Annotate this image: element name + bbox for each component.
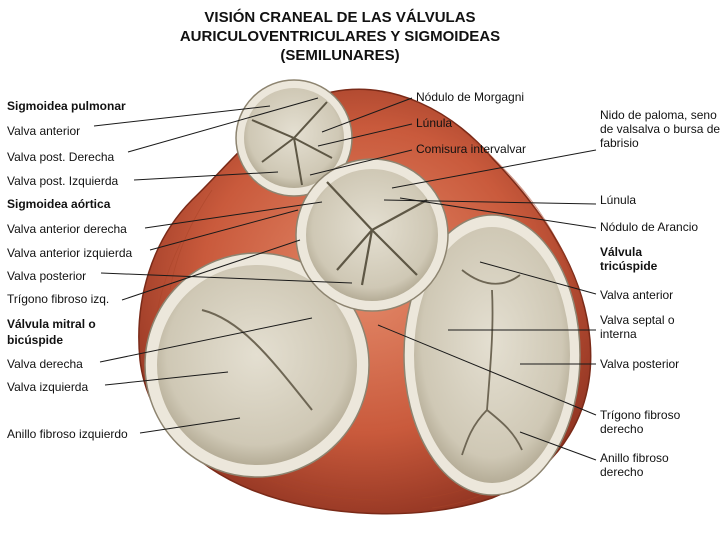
label-valva-anterior-izquierda: Valva anterior izquierda bbox=[7, 246, 133, 260]
label-lunula-right: Lúnula bbox=[600, 193, 637, 207]
title-line-1: VISIÓN CRANEAL DE LAS VÁLVULAS bbox=[204, 9, 476, 26]
label-nido-paloma: Nido de paloma, seno de valsalva o bursa… bbox=[600, 108, 721, 150]
label-lunula-middle: Lúnula bbox=[416, 116, 453, 130]
diagram-title: VISIÓN CRANEAL DE LAS VÁLVULAS AURICULOV… bbox=[140, 8, 540, 65]
label-valvula-tricuspide: Válvula tricúspide bbox=[600, 245, 658, 273]
label-valva-post-derecha: Valva post. Derecha bbox=[7, 150, 115, 164]
label-nodulo-morgagni: Nódulo de Morgagni bbox=[416, 90, 525, 104]
label-sigmoidea-aortica: Sigmoidea aórtica bbox=[7, 197, 111, 211]
title-line-2: AURICULOVENTRICULARES Y SIGMOIDEAS bbox=[179, 28, 501, 45]
label-sigmoidea-pulmonar: Sigmoidea pulmonar bbox=[7, 99, 126, 113]
label-valva-septal: Valva septal o interna bbox=[600, 313, 675, 341]
mitral-valve bbox=[157, 265, 357, 465]
label-valva-posterior-aortica: Valva posterior bbox=[7, 269, 87, 283]
label-valva-anterior-pulmonar: Valva anterior bbox=[7, 124, 81, 138]
label-valva-posterior-tricuspide: Valva posterior bbox=[600, 357, 680, 371]
label-valva-izquierda: Valva izquierda bbox=[7, 380, 89, 394]
label-anillo-fibroso-derecho: Anillo fibroso derecho bbox=[600, 451, 669, 479]
label-valvula-mitral-line2: bicúspide bbox=[7, 333, 64, 347]
label-nodulo-arancio: Nódulo de Arancio bbox=[600, 220, 699, 234]
label-valva-derecha: Valva derecha bbox=[7, 357, 83, 371]
label-valva-anterior-derecha: Valva anterior derecha bbox=[7, 222, 127, 236]
heart-valves-illustration bbox=[138, 79, 592, 515]
label-anillo-fibroso-izquierdo: Anillo fibroso izquierdo bbox=[7, 427, 128, 441]
label-valva-post-izquierda: Valva post. Izquierda bbox=[7, 174, 119, 188]
label-valvula-mitral-line1: Válvula mitral o bbox=[7, 317, 96, 331]
label-comisura-intervalvar: Comisura intervalvar bbox=[416, 142, 527, 156]
title-line-3: (SEMILUNARES) bbox=[280, 47, 400, 64]
label-trigono-fibroso-derecho: Trígono fibroso derecho bbox=[600, 408, 681, 436]
label-valva-anterior-tricuspide: Valva anterior bbox=[600, 288, 674, 302]
label-trigono-fibroso-izq: Trígono fibroso izq. bbox=[7, 292, 110, 306]
